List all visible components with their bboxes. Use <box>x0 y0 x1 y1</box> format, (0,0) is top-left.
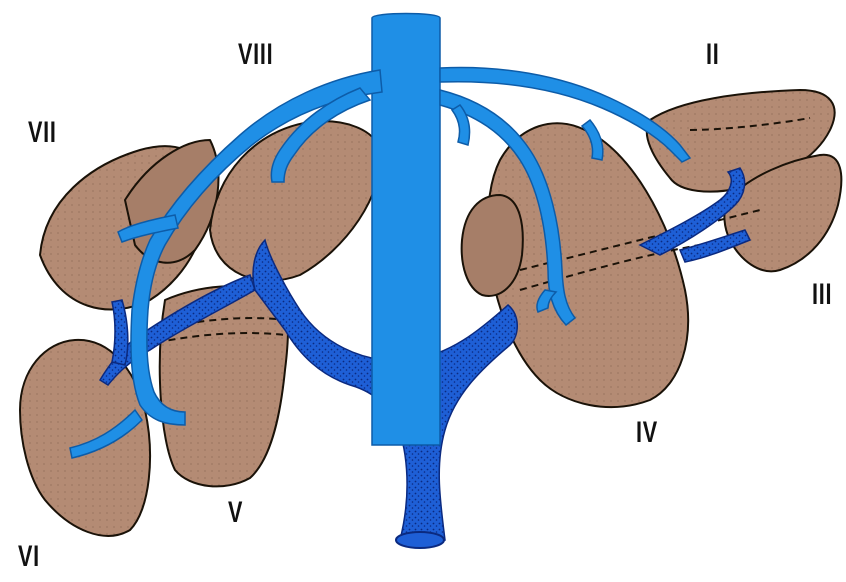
segment-vi-shape <box>20 340 150 536</box>
segment-iv-inner-shape <box>462 195 523 296</box>
label-segment-iv: IV <box>636 418 658 448</box>
label-segment-iii: III <box>812 280 832 310</box>
label-segment-vi: VI <box>18 542 40 572</box>
ivc-shape <box>372 14 440 446</box>
portal-vi-branch-shape <box>112 300 128 365</box>
label-segment-vii: VII <box>28 118 57 148</box>
label-segment-v: V <box>228 498 243 528</box>
portal-trunk-end-shape <box>396 532 444 548</box>
label-segment-ii: II <box>706 40 719 70</box>
label-segment-viii: VIII <box>238 40 273 70</box>
